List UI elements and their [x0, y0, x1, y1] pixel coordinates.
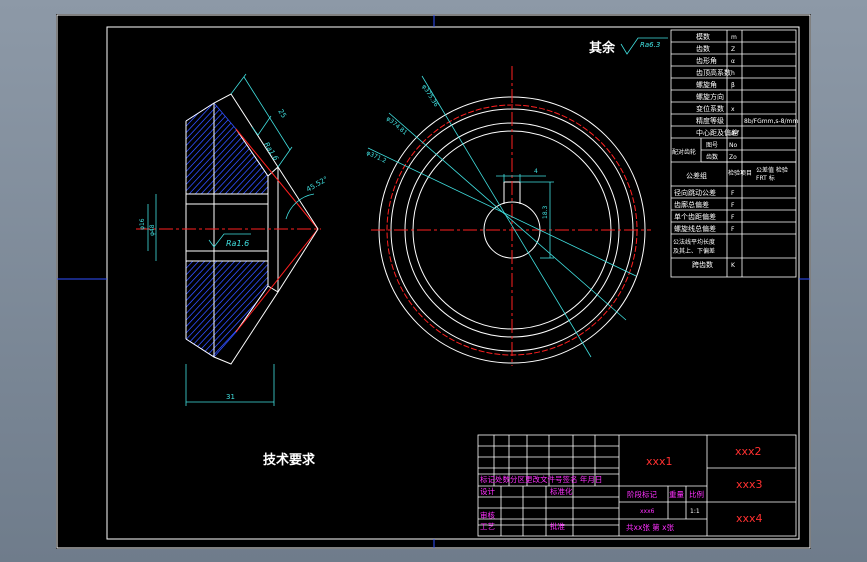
check-label: 单个齿距偏差: [674, 212, 716, 221]
dim-keyway-width: 4: [534, 168, 538, 175]
dim-width-top: 25: [276, 108, 288, 120]
check-label: 齿廓总偏差: [674, 200, 709, 209]
check-symbol: F: [731, 202, 735, 209]
param-label: 齿顶高系数: [696, 68, 731, 77]
check-label: 螺旋线总偏差: [674, 224, 716, 233]
roughness-2: Ra1.6: [226, 239, 249, 248]
title-part-name: xxx1: [646, 455, 673, 468]
note-line1: 公法线平均长度: [673, 238, 715, 246]
label-review: 审核: [480, 510, 495, 520]
tolerance-col3: 公差值 检验: [756, 166, 788, 174]
dim-keyway-depth: 18.3: [542, 205, 549, 219]
title-drawing-no: xxx4: [736, 512, 763, 525]
label-weight: 重量: [669, 490, 684, 499]
surface-note: 其余: [589, 40, 616, 56]
label-design: 设计: [480, 486, 495, 496]
rev-header: 标记处数分区更改文件号签名 年月日: [480, 474, 602, 484]
check-symbol: F: [731, 226, 735, 233]
span-label: 跨齿数: [692, 260, 713, 269]
mating-label: 配对齿轮: [672, 148, 696, 156]
dim-outer-dia: φ375.36: [420, 83, 439, 108]
param-label: 中心距及偏差: [696, 128, 738, 137]
label-process: 工艺: [480, 522, 495, 531]
stage-value: xxx6: [640, 508, 655, 515]
mating-row-label: 齿数: [706, 153, 718, 161]
param-symbol: a-f: [731, 130, 740, 137]
param-label: 螺旋方向: [696, 92, 724, 101]
span-symbol: K: [731, 262, 736, 269]
dim-hub: φ48: [149, 224, 156, 236]
param-value: 8b/FGmm,s-8/mm: [744, 118, 798, 125]
param-label: 齿形角: [696, 56, 717, 65]
param-label: 精度等级: [696, 116, 724, 125]
title-material: xxx2: [735, 445, 762, 458]
title-block: xxx1 xxx2 xxx3 xxx4 标记处数分区更改文件号签名 年月日 设计…: [477, 434, 797, 537]
dim-width-bottom: 31: [226, 393, 235, 401]
param-symbol: Z: [731, 46, 735, 53]
param-symbol: m: [731, 34, 737, 41]
param-symbol: β: [731, 82, 735, 89]
drawing-canvas[interactable]: 25 45.52° φ16 φ48 31 Ra1.6 Ra1.6 φ375.36: [56, 14, 811, 549]
mating-row-symbol: No: [729, 142, 737, 149]
tech-requirements: 技术要求: [263, 452, 316, 468]
param-symbol: x: [731, 106, 735, 113]
sheet-info: 共xx张 第 x张: [626, 522, 675, 532]
mating-row-label: 图号: [706, 142, 718, 149]
tolerance-col4: FRT 标: [756, 174, 775, 182]
check-symbol: F: [731, 214, 735, 221]
tolerance-group-label: 公差组: [686, 171, 707, 180]
dim-mid-dia: φ374.81: [385, 115, 409, 137]
cad-drawing: 25 45.52° φ16 φ48 31 Ra1.6 Ra1.6 φ375.36: [56, 14, 811, 549]
param-label: 变位系数: [696, 104, 724, 113]
param-symbol: α: [731, 58, 735, 65]
scale-value: 1:1: [690, 508, 700, 515]
dim-angle: 45.52°: [305, 175, 329, 194]
param-label: 螺旋角: [696, 80, 717, 89]
label-standardize: 标准化: [550, 486, 573, 496]
title-company: xxx3: [736, 478, 763, 491]
mating-row-symbol: Zo: [729, 154, 737, 161]
tolerance-col2: 检验项目: [728, 169, 752, 177]
dim-bore: φ16: [139, 218, 146, 230]
gear-section-view: 25 45.52° φ16 φ48 31 Ra1.6 Ra1.6: [136, 73, 329, 406]
label-scale: 比例: [689, 489, 704, 499]
param-label: 齿数: [696, 44, 710, 53]
check-symbol: F: [731, 190, 735, 197]
roughness-1: Ra1.6: [262, 141, 280, 163]
note-line2: 及其上、下偏差: [673, 247, 715, 255]
label-stage: 阶段标记: [627, 489, 657, 499]
inner-frame: [106, 26, 800, 540]
gear-front-view: φ375.36 φ374.81 φ371.2 4 18.3: [365, 66, 651, 366]
label-approve: 批准: [550, 521, 565, 531]
check-label: 径向跳动公差: [674, 188, 716, 197]
param-symbol: h: [731, 70, 735, 77]
param-label: 模数: [696, 32, 710, 41]
surface-roughness: Ra6.3: [640, 41, 660, 49]
